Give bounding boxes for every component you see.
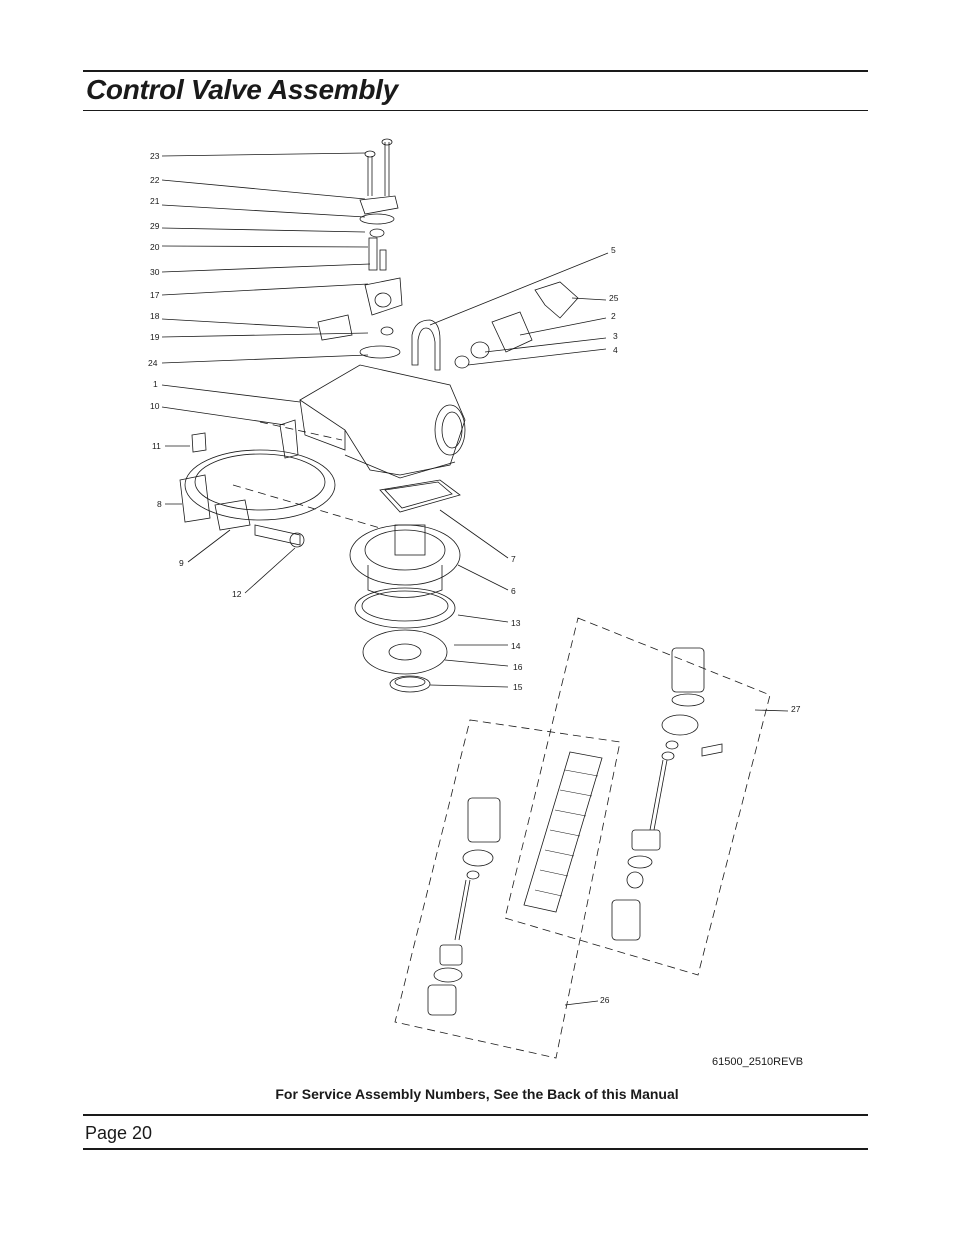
callout-30: 30 bbox=[150, 267, 160, 277]
callout-14: 14 bbox=[511, 641, 521, 651]
callout-25: 25 bbox=[609, 293, 619, 303]
callout-23: 23 bbox=[150, 151, 160, 161]
page-title: Control Valve Assembly bbox=[86, 74, 398, 105]
service-assembly-note: For Service Assembly Numbers, See the Ba… bbox=[275, 1086, 679, 1102]
callout-11: 11 bbox=[152, 441, 161, 451]
callout-1: 1 bbox=[153, 379, 158, 389]
callout-3: 3 bbox=[613, 331, 618, 341]
callout-12: 12 bbox=[232, 589, 242, 599]
top-rule bbox=[83, 70, 868, 72]
callout-5: 5 bbox=[611, 245, 616, 255]
callout-17: 17 bbox=[150, 290, 160, 300]
callout-16: 16 bbox=[513, 662, 523, 672]
drawing-reference: 61500_2510REVB bbox=[712, 1056, 804, 1068]
callout-26: 26 bbox=[600, 995, 610, 1005]
callout-9: 9 bbox=[179, 558, 184, 568]
callout-22: 22 bbox=[150, 175, 160, 185]
callout-29: 29 bbox=[150, 221, 160, 231]
callout-15: 15 bbox=[513, 682, 523, 692]
callout-10: 10 bbox=[150, 401, 160, 411]
callout-6: 6 bbox=[511, 586, 516, 596]
callout-20: 20 bbox=[150, 242, 160, 252]
callout-7: 7 bbox=[511, 554, 516, 564]
callout-8: 8 bbox=[157, 499, 162, 509]
callout-21: 21 bbox=[150, 196, 160, 206]
callout-24: 24 bbox=[148, 358, 158, 368]
callout-18: 18 bbox=[150, 311, 160, 321]
title-underline bbox=[83, 110, 868, 111]
callout-27: 27 bbox=[791, 704, 801, 714]
callout-13: 13 bbox=[511, 618, 521, 628]
footer-top-rule bbox=[83, 1114, 868, 1116]
page-number: Page 20 bbox=[85, 1123, 153, 1143]
callout-4: 4 bbox=[613, 345, 618, 355]
callout-19: 19 bbox=[150, 332, 160, 342]
footer-bottom-rule bbox=[83, 1148, 868, 1150]
callout-2: 2 bbox=[611, 311, 616, 321]
